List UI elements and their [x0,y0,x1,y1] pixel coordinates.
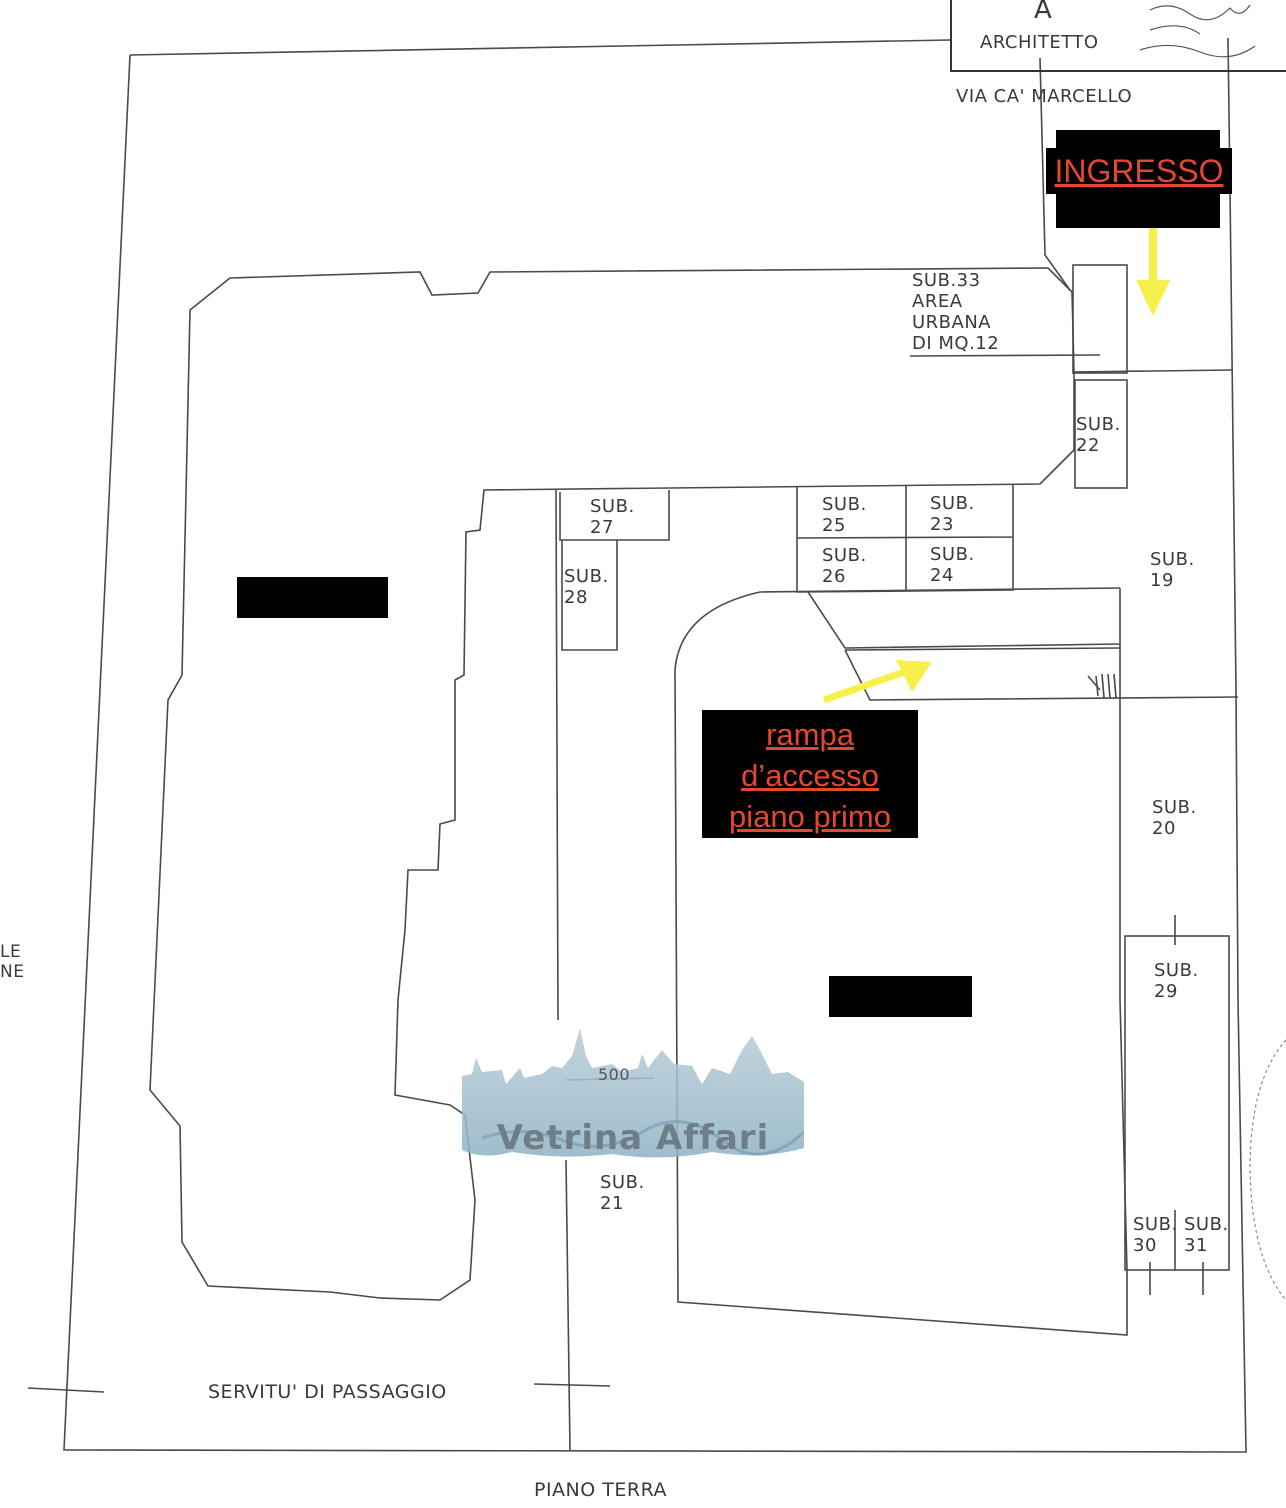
watermark-skyline [462,1028,804,1158]
sub30-label: SUB. 30 [1133,1214,1178,1256]
sub20-label: SUB. 20 [1152,797,1197,839]
ramp-callout-line3: piano primo [729,799,891,834]
redaction-center [829,976,972,1017]
watermark-text: Vetrina Affari [496,1118,770,1158]
courtyard-building [674,587,1128,1336]
scale-label: 500 [598,1065,631,1084]
sub26-label: SUB. 26 [822,545,867,587]
sub29-label: SUB. 29 [1154,960,1199,1002]
sub19-label: SUB. 19 [1150,549,1195,591]
sub33-strip [1072,264,1128,374]
architect-stamp [950,0,1286,72]
sub33-label: SUB.33 AREA URBANA DI MQ.12 [912,270,1000,354]
easement-label: SERVITU' DI PASSAGGIO [208,1381,447,1403]
entrance-arrow-icon [1136,196,1170,316]
ramp-callout: rampa d’accesso piano primo [702,710,918,838]
sub33-leader [909,354,1101,357]
sub25-label: SUB. 25 [822,494,867,536]
sub30-31-divider [1149,915,1204,1295]
sub23-label: SUB. 23 [930,493,975,535]
sub28-label: SUB. 28 [564,566,609,608]
bottom-ticks [27,1383,611,1393]
ramp-callout-line1: rampa [766,717,854,752]
center-axis [555,489,571,1451]
sub22-box [1074,379,1128,489]
lot-boundary [63,37,1247,1453]
sub22-label: SUB. 22 [1076,414,1121,456]
margin-fragment: LE NE [0,942,25,982]
sub21-label: SUB. 21 [600,1172,645,1214]
stamp-role: ARCHITETTO [980,32,1099,53]
sub28-box [561,540,618,651]
sub24-label: SUB. 24 [930,544,975,586]
floor-label: PIANO TERRA [534,1479,668,1501]
sub31-label: SUB. 31 [1184,1214,1229,1256]
ramp-callout-line2: d’accesso [741,758,879,793]
sub27-box [559,490,670,541]
street-name: VIA CA' MARCELLO [956,86,1133,107]
redaction-left [237,577,388,618]
right-column-edge [1119,588,1128,1271]
ramp-arrow-icon [822,660,932,704]
sub29-box [1124,935,1230,1271]
entrance-callout: INGRESSO [1046,148,1232,194]
stamp-letter: A [1034,0,1053,25]
ramp-hatch [1087,673,1117,699]
signature-icon [1139,4,1256,58]
seal-fragment-icon [1249,1039,1286,1301]
sub27-label: SUB. 27 [590,496,635,538]
entrance-lane [1039,57,1071,291]
lane-divider [1072,369,1233,373]
